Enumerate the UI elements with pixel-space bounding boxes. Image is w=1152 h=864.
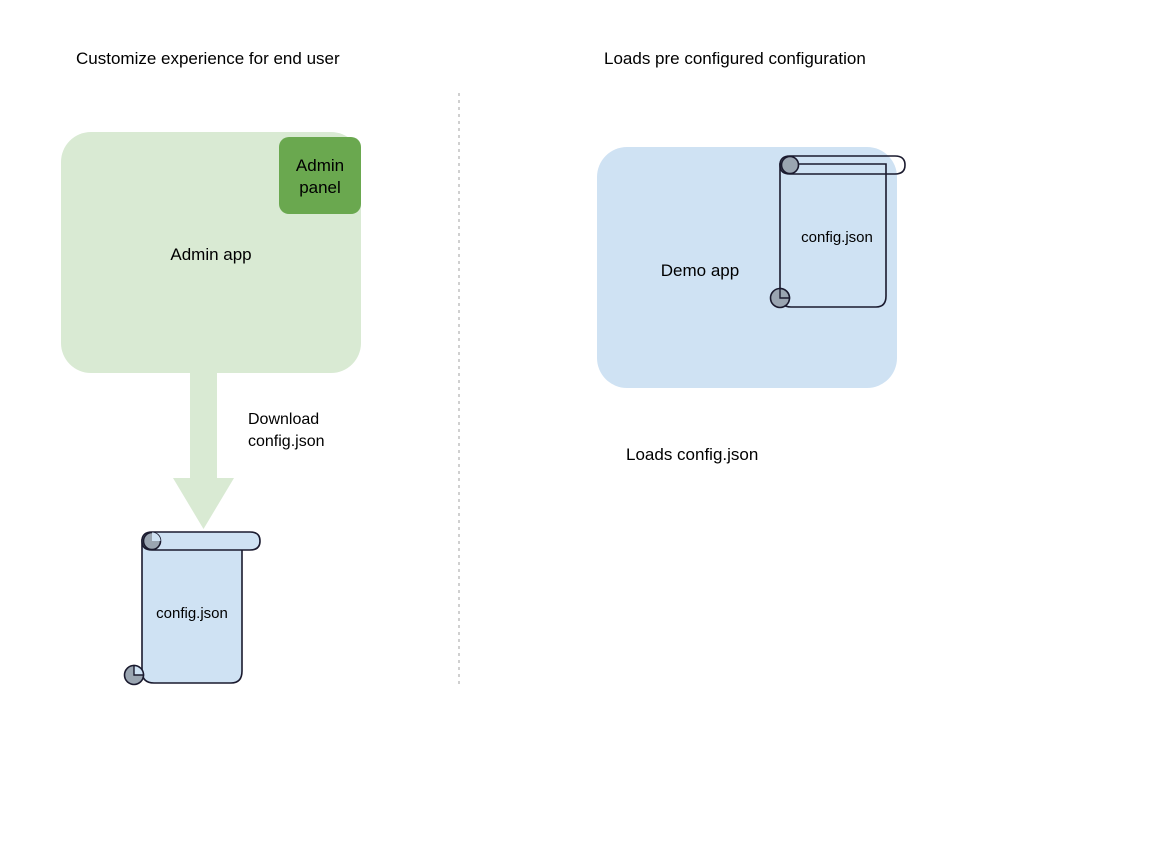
config-json-document-left[interactable] [123, 531, 261, 686]
right-column-title: Loads pre configured configuration [604, 49, 866, 68]
config-json-label-left: config.json [156, 605, 228, 622]
demo-app-label: Demo app [660, 261, 740, 280]
download-arrow-label: Download config.json [248, 411, 325, 450]
download-arrow [173, 373, 234, 529]
admin-panel-box[interactable] [279, 137, 361, 214]
config-json-label-right: config.json [801, 229, 873, 246]
config-json-document-right[interactable] [769, 155, 906, 309]
admin-app-label: Admin app [170, 245, 252, 264]
left-column-title: Customize experience for end user [76, 49, 340, 68]
admin-panel-label: Admin panel [295, 156, 345, 198]
demo-app-box[interactable] [597, 147, 897, 388]
loads-config-caption: Loads config.json [626, 445, 759, 464]
